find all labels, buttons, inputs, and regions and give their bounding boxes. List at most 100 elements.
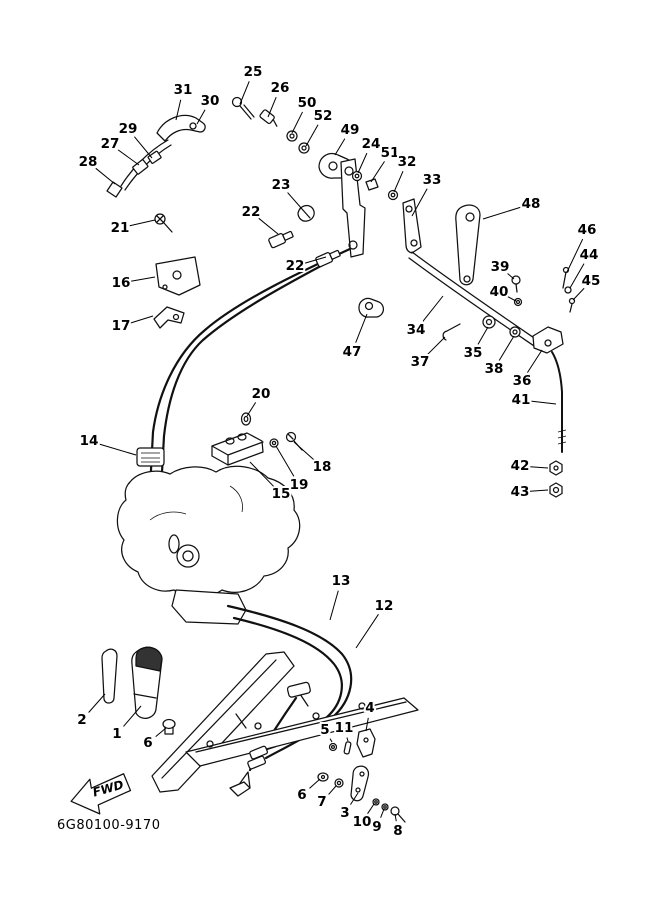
part-number-11: 11 (335, 720, 354, 736)
bracket-4 (356, 728, 376, 758)
leader-line-13 (329, 590, 339, 621)
part-number-22: 22 (242, 204, 261, 220)
leader-line-39 (507, 273, 515, 280)
part-number-10: 10 (353, 814, 372, 830)
leader-line-15 (249, 461, 275, 488)
part-number-5: 5 (320, 722, 329, 738)
screw-39 (511, 275, 521, 293)
part-number-31: 31 (174, 82, 193, 98)
diagram-code: 6G80100-9170 (57, 818, 161, 833)
part-number-25: 25 (244, 64, 263, 80)
part-number-50: 50 (298, 95, 317, 111)
part-number-18: 18 (313, 459, 332, 475)
leader-line-8 (394, 813, 397, 822)
leader-line-44 (569, 263, 585, 289)
nut-43 (549, 482, 563, 498)
part-number-38: 38 (485, 361, 504, 377)
part-number-28: 28 (79, 154, 98, 170)
part-number-52: 52 (314, 108, 333, 124)
leader-line-12 (355, 614, 379, 649)
cable-guide-15 (211, 432, 264, 466)
screw-21 (154, 213, 173, 233)
leader-line-48 (482, 206, 522, 220)
mounting-bracket (151, 651, 419, 793)
leader-line-26 (267, 97, 277, 118)
link-3 (350, 765, 370, 802)
part-number-14: 14 (80, 433, 99, 449)
cable-adjuster-22b (315, 249, 341, 268)
link-rod-34 (408, 251, 541, 349)
part-number-49: 49 (341, 122, 360, 138)
part-number-37: 37 (411, 354, 430, 370)
leader-line-31 (175, 99, 182, 121)
link-rod-41 (551, 351, 567, 453)
part-number-41: 41 (512, 392, 531, 408)
part-number-29: 29 (119, 121, 138, 137)
leader-line-35 (477, 326, 489, 345)
leader-line-19 (275, 445, 295, 477)
leader-line-32 (393, 170, 404, 193)
leader-line-25 (239, 81, 250, 105)
part-number-36: 36 (513, 373, 532, 389)
grommet-20 (240, 412, 252, 426)
fuel-hose-27-28-29 (106, 139, 172, 198)
leader-line-20 (246, 402, 257, 417)
part-number-13: 13 (332, 573, 351, 589)
part-number-39: 39 (491, 259, 510, 275)
part-number-8: 8 (393, 823, 402, 839)
grommet-35 (482, 315, 496, 329)
washer-24 (351, 170, 363, 182)
part-number-6: 6 (143, 735, 152, 751)
bushing-6-lower (317, 772, 329, 782)
leader-line-18 (293, 441, 315, 461)
washer-10 (372, 798, 380, 806)
leader-line-34 (421, 295, 444, 323)
washer-52 (298, 142, 310, 154)
part-number-19: 19 (290, 477, 309, 493)
part-number-6: 6 (297, 787, 306, 803)
washer-7 (334, 778, 344, 788)
leader-line-22 (304, 256, 327, 264)
cable-clamp-14 (136, 447, 165, 467)
leader-line-3 (350, 792, 359, 805)
leader-line-49 (334, 138, 346, 156)
screw-25 (231, 96, 255, 120)
leader-line-41 (530, 400, 557, 405)
pin-11 (343, 741, 352, 755)
leader-line-45 (572, 287, 585, 301)
part-number-12: 12 (375, 598, 394, 614)
leader-line-38 (498, 335, 515, 361)
part-number-51: 51 (381, 145, 400, 161)
bolt-8 (390, 806, 406, 823)
leader-line-40 (507, 296, 517, 302)
bushing-6-upper (162, 718, 176, 735)
part-number-20: 20 (252, 386, 271, 402)
part-number-32: 32 (398, 154, 417, 170)
screw-18 (285, 431, 303, 451)
part-number-24: 24 (362, 136, 381, 152)
part-number-42: 42 (511, 458, 530, 474)
plate-16 (155, 256, 201, 296)
leader-line-22 (258, 217, 279, 235)
leader-line-50 (291, 111, 303, 134)
part-number-22: 22 (286, 258, 305, 274)
part-number-1: 1 (112, 726, 121, 742)
part-number-7: 7 (317, 794, 326, 810)
part-number-23: 23 (272, 177, 291, 193)
part-number-40: 40 (490, 284, 509, 300)
leader-line-7 (328, 785, 337, 795)
bracket-47 (358, 297, 385, 318)
cable-end-connectors (247, 745, 269, 770)
washer-38 (509, 326, 521, 338)
leader-line-24 (357, 152, 368, 174)
engine-silhouette (116, 465, 301, 625)
leader-line-9 (380, 808, 385, 818)
cotter-pin-37 (442, 323, 461, 341)
part-number-3: 3 (340, 805, 349, 821)
lever-33 (402, 198, 422, 254)
part-number-35: 35 (464, 345, 483, 361)
part-number-45: 45 (582, 273, 601, 289)
